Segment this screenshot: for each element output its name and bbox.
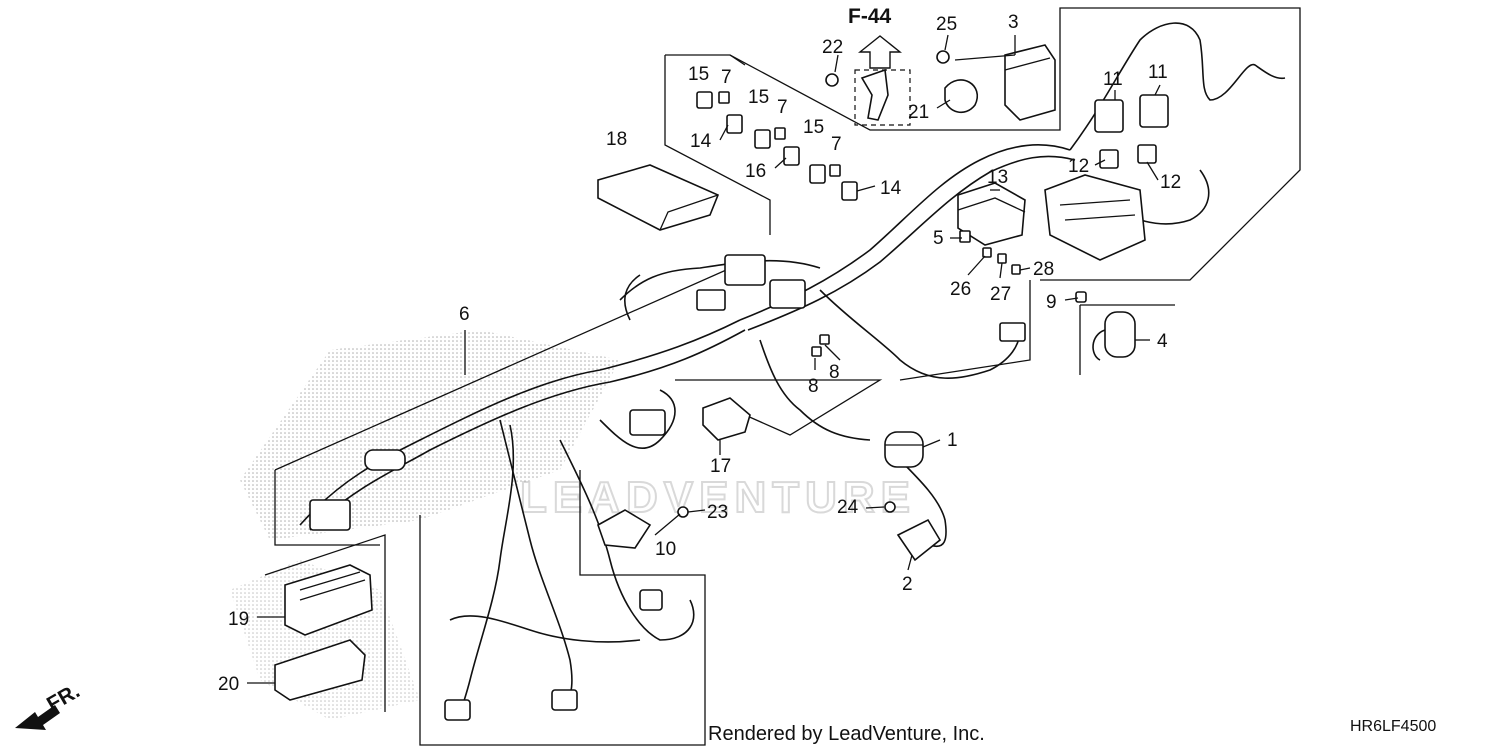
figure-code: HR6LF4500 [1350,718,1436,735]
part-24-bolt [884,501,896,513]
group-outlines [264,7,1301,746]
part-3-module [1004,44,1056,121]
front-arrow-icon [15,705,60,730]
callout-3: 3 [1008,12,1019,33]
part-18-fuse-cover [597,164,720,231]
part-11-relay-a [1094,99,1124,133]
harness-connector-mid [629,409,666,436]
callout-17: 17 [710,456,731,477]
part-7-fuse-c [829,164,841,177]
part-7-fuse-b [774,127,786,140]
part-9-bulb [1075,291,1087,303]
part-15-relay-c [809,164,826,184]
part-15-relay-b [754,129,771,149]
callout-10: 10 [655,539,676,560]
part-26-fuse [982,247,992,258]
callout-15-c: 15 [803,117,824,138]
part-1-coil [884,431,924,468]
callout-14-a: 14 [690,131,712,152]
harness-connector-far-left [309,499,351,531]
leader-lines [247,34,1161,684]
callout-25: 25 [936,14,957,35]
callout-28: 28 [1033,259,1054,280]
part-7-fuse-a [718,91,730,104]
callout-7-b: 7 [777,97,788,118]
part-27-fuse [997,253,1007,264]
f44-arrow-icon [858,35,902,69]
callout-7-a: 7 [721,67,732,88]
callout-14-b: 14 [880,178,902,199]
part-20-cover [274,639,366,701]
callout-24: 24 [837,497,859,518]
reference-f44: F-44 [848,5,892,28]
callout-27: 27 [990,284,1011,305]
part-12-relay-b [1137,144,1157,164]
harness-wires [299,22,1286,721]
callout-16: 16 [745,161,766,182]
harness-connector-left [696,289,726,311]
rendered-by: Rendered by LeadVenture, Inc. [708,723,985,745]
callout-23: 23 [707,502,728,523]
callout-7-c: 7 [831,134,842,155]
callout-15-a: 15 [688,64,709,85]
part-13-fuse-box [957,182,1026,246]
callout-9: 9 [1046,292,1057,313]
part-8-fuse-a [811,346,822,357]
callout-12-a: 12 [1068,156,1089,177]
parts [274,35,1169,721]
callout-21: 21 [908,102,929,123]
callout-12-b: 12 [1160,172,1181,193]
part-23-bolt [677,506,689,518]
part-14-relay-b [841,181,858,201]
part-21-band [944,79,978,114]
part-2-plug-cap [896,518,942,562]
callout-8-a: 8 [808,376,819,397]
harness-connector-center [724,254,766,286]
relay-block [1044,174,1146,261]
part-4-cylinder [1092,311,1136,361]
callout-5: 5 [933,228,944,249]
part-8-fuse-b [819,334,830,345]
harness-connector-center-b [769,279,806,309]
callout-11-a: 11 [1103,69,1123,90]
callout-18: 18 [606,129,627,150]
part-16-relay [783,146,800,166]
part-22-bolt [825,73,839,87]
callout-2: 2 [902,574,913,595]
harness-connector-right [999,322,1026,342]
callout-4: 4 [1157,331,1168,352]
harness-connector-bottom-a [444,699,471,721]
f44-dashed-box [854,69,911,126]
part-15-relay-a [696,91,713,109]
harness-connector-bottom-b [551,689,578,711]
part-14-relay-a [726,114,743,134]
bracket-f44 [860,68,889,121]
part-25-bolt [936,50,950,64]
callout-13: 13 [987,167,1008,188]
harness-connector-bottom-c [639,589,663,611]
callout-22: 22 [822,37,843,58]
callout-1: 1 [947,430,958,451]
callout-26: 26 [950,279,971,300]
part-5-fuse [959,230,971,243]
part-19-ecu [284,564,373,636]
callout-20: 20 [218,674,239,695]
callout-19: 19 [228,609,249,630]
part-12-relay-a [1099,149,1119,169]
part-28-fuse [1011,264,1021,275]
watermark: LEADVENTURE [520,473,916,522]
callout-11-b: 11 [1148,62,1168,83]
part-10-bracket [597,509,652,549]
callouts: 1 2 3 4 5 6 7 7 7 8 8 9 10 11 11 12 12 1… [218,12,1181,695]
harness-filter [364,449,406,471]
part-17-connector [702,397,751,441]
callout-6: 6 [459,304,470,325]
front-arrow: FR. [15,679,84,730]
callout-15-b: 15 [748,87,769,108]
callout-8-b: 8 [829,362,840,383]
part-11-relay-b [1139,94,1169,128]
